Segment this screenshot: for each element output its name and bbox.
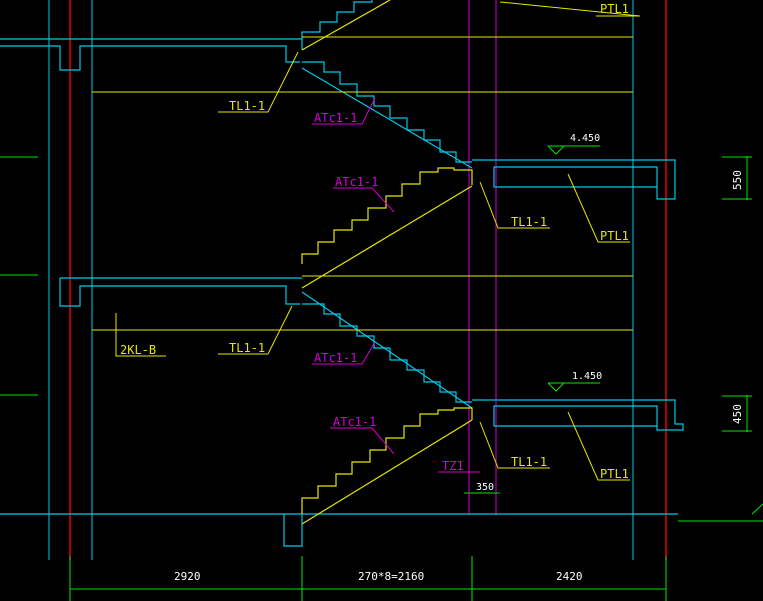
label-tz: TZ1: [442, 459, 464, 473]
label-ptl-top: PTL1: [600, 2, 629, 16]
leader-kl: [115, 313, 166, 357]
leader-ptl-top: [499, 1, 641, 17]
label-atc-top-lower: ATc1-1: [314, 111, 357, 125]
dim-text-bottom-right: 2420: [556, 570, 583, 583]
elevation-text-upper: 4.450: [570, 133, 600, 144]
label-tl-mid-left: TL1-1: [229, 341, 265, 355]
label-atc-mid-lower: ATc1-1: [314, 351, 357, 365]
stair-flight-1-soffit: [301, 67, 473, 169]
leader-tl-top: [218, 51, 299, 113]
stair-flight-2-steps: [301, 167, 473, 264]
label-tl-top: TL1-1: [229, 99, 265, 113]
label-ptl-bot: PTL1: [600, 467, 629, 481]
slab-mid-lower: [59, 278, 300, 307]
leader-ptl-bot: [567, 411, 630, 481]
leader-atc-mid-upper: [333, 187, 395, 213]
leader-atc-mid-lower: [312, 341, 376, 365]
leader-tl-mid-left: [218, 305, 293, 355]
stair-base-pier: [283, 514, 303, 547]
dim-right-upper: [722, 156, 752, 200]
leader-ptl-mid: [567, 173, 630, 243]
stair-top-soffit: [301, 0, 391, 51]
label-ptl-mid: PTL1: [600, 229, 629, 243]
elevation-mark-lower: [547, 382, 600, 392]
leader-tl-mid-right: [479, 181, 550, 229]
elevation-text-lower: 1.450: [572, 371, 602, 382]
dim-text-right-upper: 550: [731, 170, 744, 190]
leader-atc-top-lower: [312, 97, 376, 125]
landing-lower: [472, 399, 684, 431]
label-tl-mid-right: TL1-1: [511, 215, 547, 229]
slab-top-lower: [0, 45, 300, 71]
dim-text-bottom-mid: 270*8=2160: [358, 570, 424, 583]
stair-top-steps: [301, 0, 373, 50]
dim-right-lower: [722, 395, 752, 432]
stair-flight-3-soffit: [301, 291, 473, 409]
dim-bottom-chain: [69, 556, 667, 601]
stair-flight-3-steps: [302, 303, 472, 403]
label-atc-bot-upper: ATc1-1: [333, 415, 376, 429]
stair-flight-1-steps: [302, 61, 472, 163]
label-tl-bot-right: TL1-1: [511, 455, 547, 469]
dim-text-bottom-left: 2920: [174, 570, 201, 583]
dim-text-right-lower: 450: [731, 404, 744, 424]
label-atc-mid-upper: ATc1-1: [335, 175, 378, 189]
landing-upper: [472, 159, 676, 200]
stair-flight-2-soffit: [301, 185, 473, 289]
ground-symbol-right: [678, 503, 763, 522]
leader-atc-bot-upper: [330, 427, 395, 455]
dim-text-column-width: 350: [476, 482, 494, 493]
label-kl: 2KL-B: [120, 343, 156, 357]
stair-flight-4-soffit: [301, 419, 473, 525]
leader-tl-bot-right: [479, 421, 550, 469]
elevation-mark-upper: [547, 145, 600, 155]
